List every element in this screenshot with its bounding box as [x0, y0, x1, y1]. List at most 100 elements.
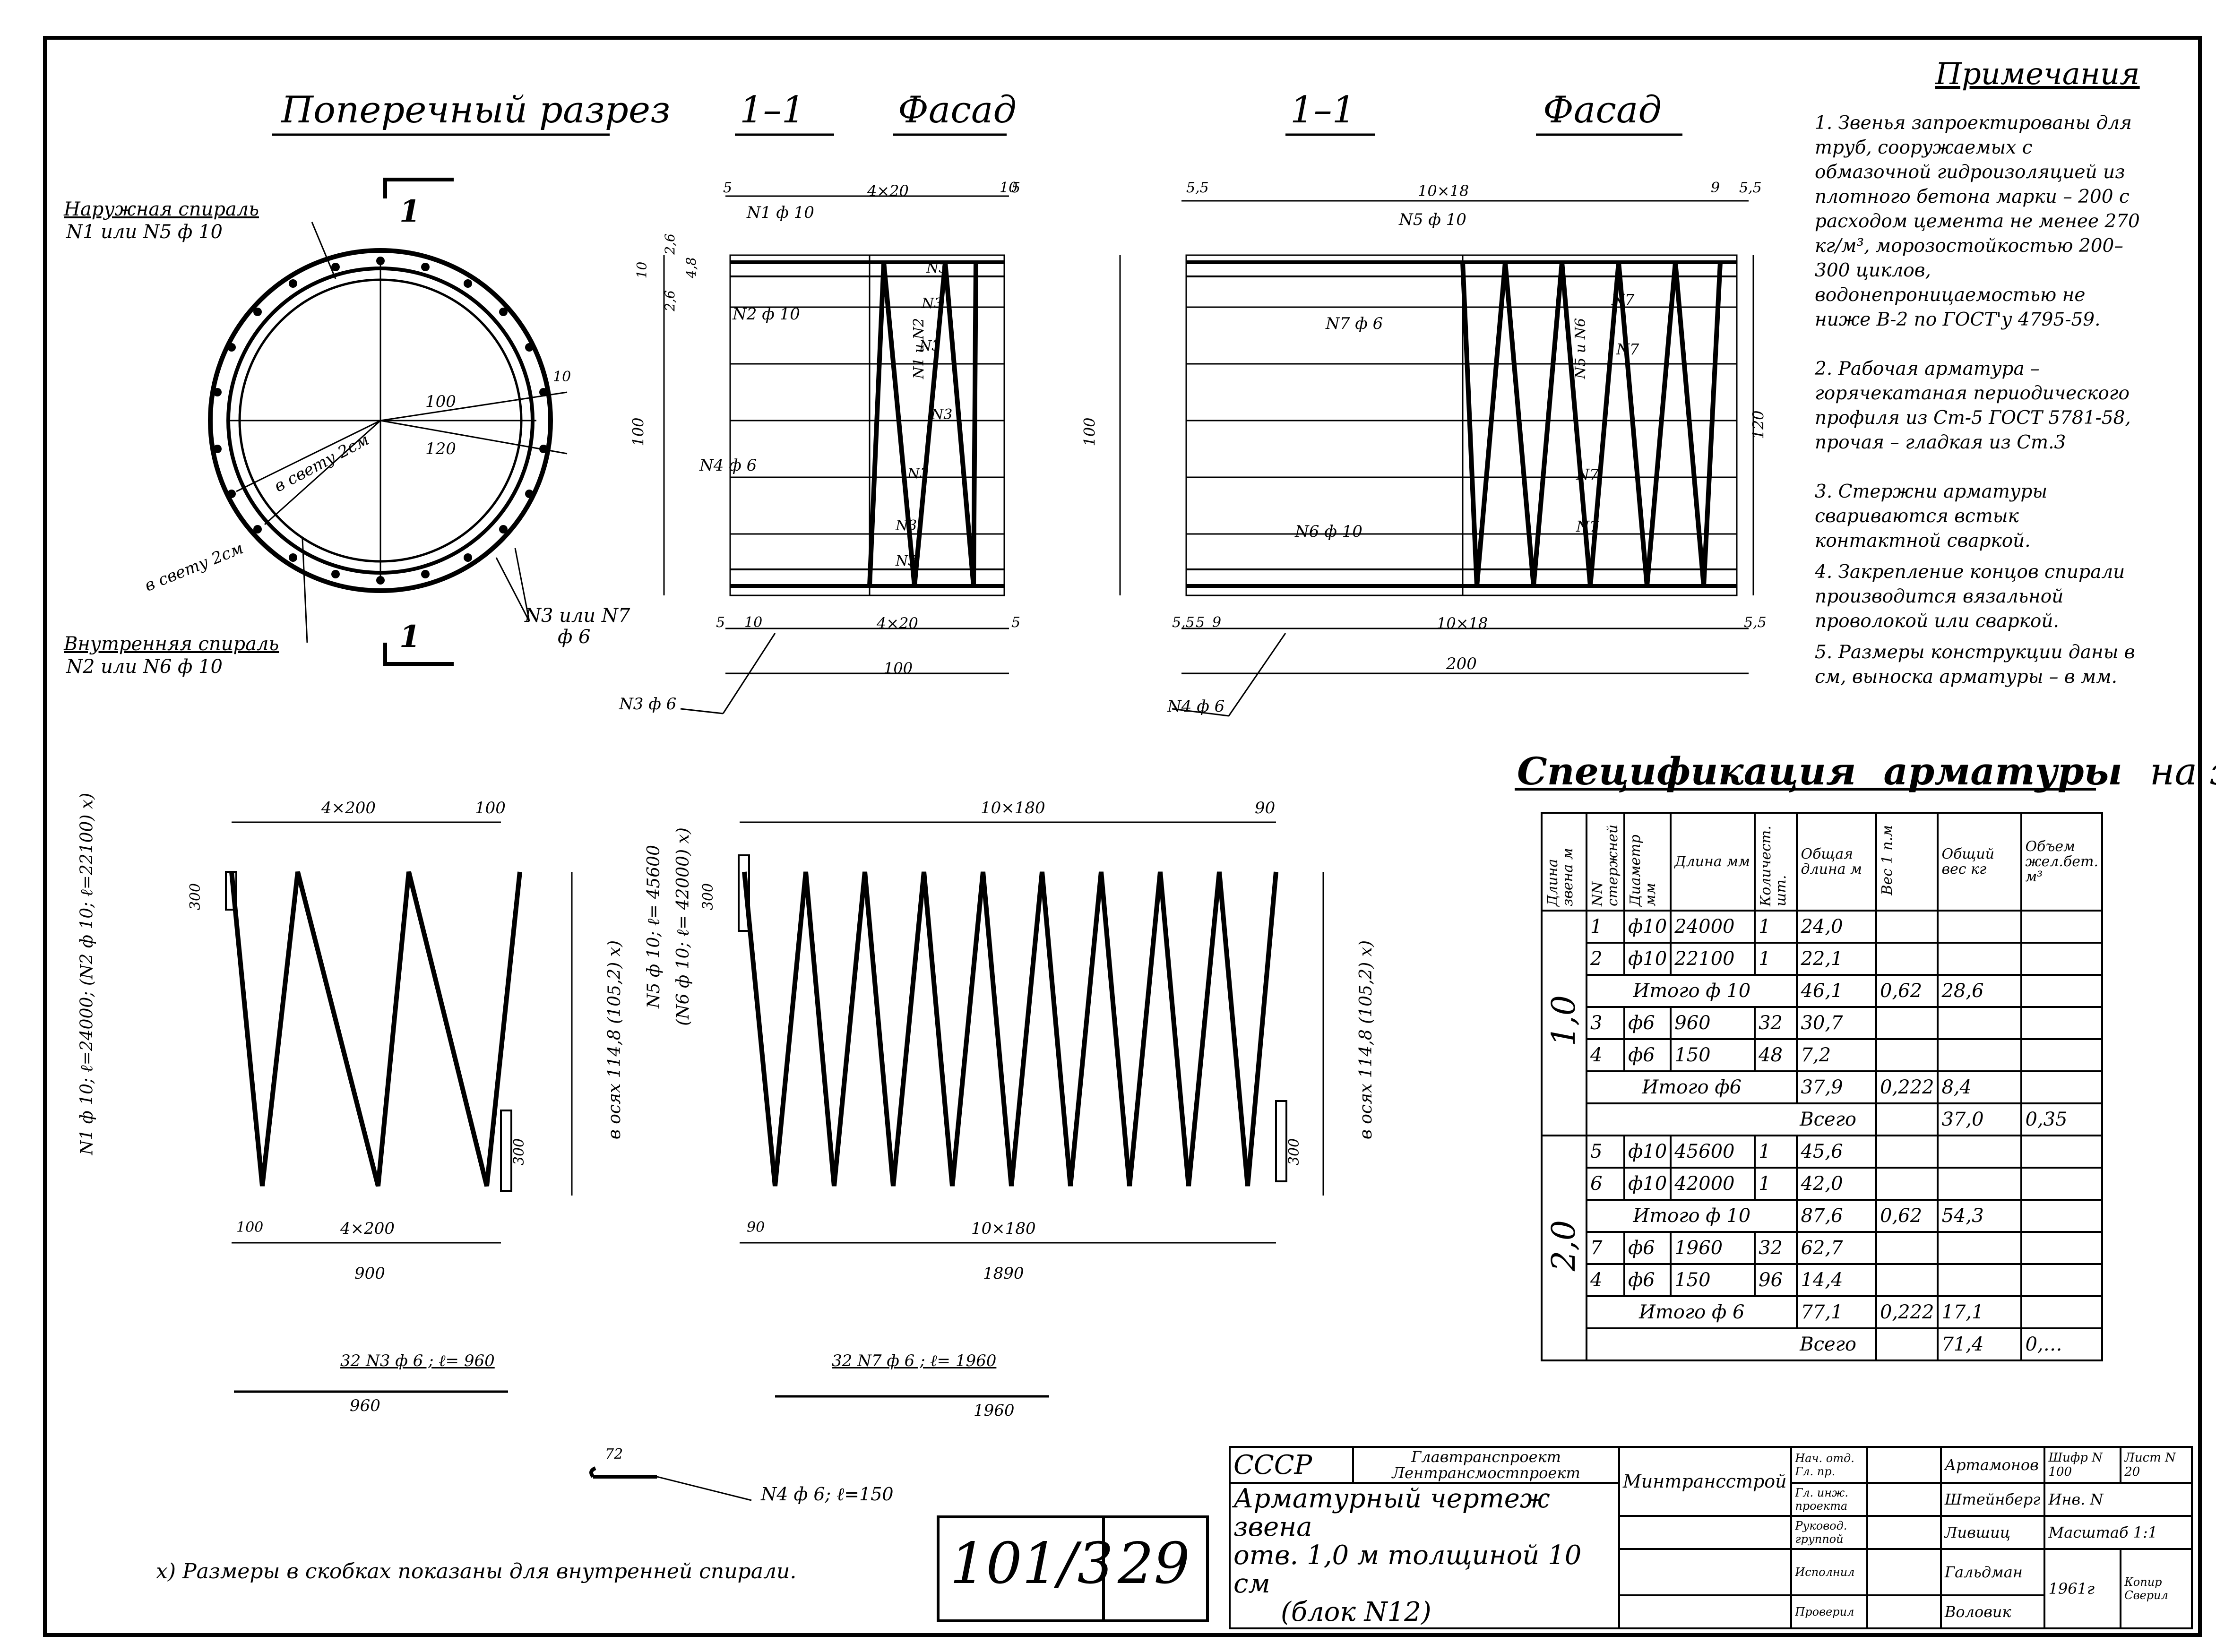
table-cell: [1875, 1231, 1939, 1265]
facade2-n7-2: N7: [1576, 465, 1599, 483]
facade1-dim-10v: 10: [634, 261, 650, 279]
table-cell: 37,9: [1796, 1070, 1877, 1104]
section-mark-bottom: 1: [399, 619, 421, 654]
hook-dim: 72: [605, 1446, 623, 1463]
stamp-copy: Копир Сверил: [2120, 1548, 2193, 1629]
stamp-title: Арматурный чертеж звена отв. 1,0 м толщи…: [1229, 1482, 1620, 1629]
dimension-120: 120: [425, 439, 456, 458]
bars-dia-label: ф 6: [558, 626, 591, 648]
drawing-code: 101/3: [950, 1531, 1113, 1597]
stamp-title-1: Арматурный чертеж звена: [1233, 1483, 1550, 1542]
facade1-n3-2: N3: [919, 338, 941, 354]
hook-n4: [589, 1466, 752, 1501]
table-cell: 960: [1670, 1006, 1756, 1040]
stamp-shifr: Шифр N 100: [2044, 1446, 2122, 1484]
table-cell: [1875, 1327, 1939, 1361]
col-bar-length-header: Длина мм: [1670, 812, 1756, 912]
table-cell: [1937, 1167, 2023, 1201]
stamp-name-2: Лившиц: [1940, 1515, 2046, 1550]
table-cell: 28,6: [1937, 974, 2023, 1008]
table-cell: 7: [1586, 1231, 1625, 1265]
col-count-header: Количест. шт.: [1754, 812, 1798, 912]
table-cell: 32: [1754, 1006, 1798, 1040]
stamp-role-1: Гл. инж. проекта: [1790, 1482, 1869, 1517]
spiral2-dim-300a: 300: [700, 883, 717, 911]
spiral1-dim-4x200b: 4×200: [340, 1219, 395, 1238]
table-cell: [1937, 1135, 2023, 1169]
facade1-n3-0: N3: [926, 260, 948, 276]
stamp-sign-4: [1866, 1594, 1942, 1629]
facade2-dim-9: 9: [1711, 180, 1720, 196]
facade2-dim-55b: 5,5: [1739, 180, 1762, 196]
stamp-title-3: (блок N12): [1281, 1597, 1431, 1627]
spiral1-right-label: в осях 114,8 (105,2) x): [605, 940, 625, 1140]
table-cell: [2020, 1199, 2103, 1233]
facade1-bottom-10: 10: [744, 614, 763, 631]
facade1-bottom-5: 5: [716, 614, 725, 631]
table-cell: [2020, 1167, 2103, 1201]
table-cell: ф10: [1623, 942, 1672, 976]
facade1-n3-1: N3: [922, 295, 943, 312]
facade2-dim-100v: 100: [1080, 417, 1099, 447]
facade2-n4-leader: N4 ф 6: [1167, 697, 1225, 716]
table-cell: 45600: [1670, 1135, 1756, 1169]
facade1-n3-3: N3: [931, 406, 953, 423]
stamp-sign-0: [1866, 1446, 1942, 1484]
table-cell: [2020, 942, 2103, 976]
spiral2-total: 1890: [983, 1264, 1024, 1283]
facade1-dim-top: 4×20: [867, 182, 909, 200]
spiral2-dim-top: 10×180: [981, 799, 1045, 817]
facade2-dim-120v: 120: [1749, 410, 1768, 439]
facade1-dim-26b: 2,6: [662, 290, 678, 311]
table-cell: ф6: [1623, 1231, 1672, 1265]
spiral2-dim-90: 90: [1255, 799, 1276, 817]
facade1-n3-leader: N3 ф 6: [619, 695, 677, 714]
facade2-dim-top: 10×18: [1418, 182, 1469, 200]
table-cell: [1875, 1135, 1939, 1169]
table-cell: 1960: [1670, 1231, 1756, 1265]
cross-section-circle: [208, 178, 568, 666]
table-cell: [2020, 1231, 2103, 1265]
table-cell: [1875, 942, 1939, 976]
table-cell: 0,35: [2020, 1102, 2103, 1136]
group-1-cell: 1,0: [1541, 910, 1587, 1136]
table-cell: Итого ф 6: [1585, 1295, 1798, 1329]
note-5: 5. Размеры конструкции даны в см, выноск…: [1815, 642, 2135, 688]
table-cell: 54,3: [1937, 1199, 2023, 1233]
spiral1-dim-100b: 100: [236, 1219, 264, 1236]
table-cell: ф10: [1623, 1167, 1672, 1201]
table-cell: ф6: [1623, 1038, 1672, 1072]
table-cell: 45,6: [1796, 1135, 1877, 1169]
stamp-list: Лист N 20: [2120, 1446, 2193, 1484]
table-cell: ф6: [1623, 1006, 1672, 1040]
facade2-bottom-10x18: 10×18: [1437, 614, 1488, 632]
facade2-n5n6: N5 и N6: [1572, 318, 1589, 379]
spiral2-right-label: в осях 114,8 (105,2) x): [1356, 940, 1376, 1140]
note-1: 1. Звенья запроектированы для труб, соор…: [1815, 112, 2140, 330]
footnote: x) Размеры в скобках показаны для внутре…: [156, 1559, 797, 1583]
spiral2-dim-300b: 300: [1286, 1138, 1303, 1166]
spec-title-part-d: на звено: [2149, 749, 2216, 793]
notes-title: Примечания: [1935, 57, 2140, 92]
note-4: 4. Закрепление концов спирали производит…: [1815, 561, 2125, 632]
section-2-title: 1–1: [1290, 89, 1356, 131]
table-cell: 37,0: [1937, 1102, 2023, 1136]
table-cell: 42000: [1670, 1167, 1756, 1201]
table-cell: 96: [1754, 1263, 1798, 1297]
spec-title-part-b: ация: [1743, 749, 1856, 793]
table-cell: 22100: [1670, 942, 1756, 976]
hook-label: N4 ф 6; ℓ=150: [761, 1484, 894, 1505]
facade1-dim-10a: 10: [1000, 180, 1018, 196]
sheet-number: 29: [1118, 1531, 1190, 1597]
stamp-ministry: Минтрансстрой: [1618, 1446, 1793, 1517]
outer-spiral-label: Наружная спираль: [64, 198, 259, 220]
table-cell: [2020, 910, 2103, 944]
